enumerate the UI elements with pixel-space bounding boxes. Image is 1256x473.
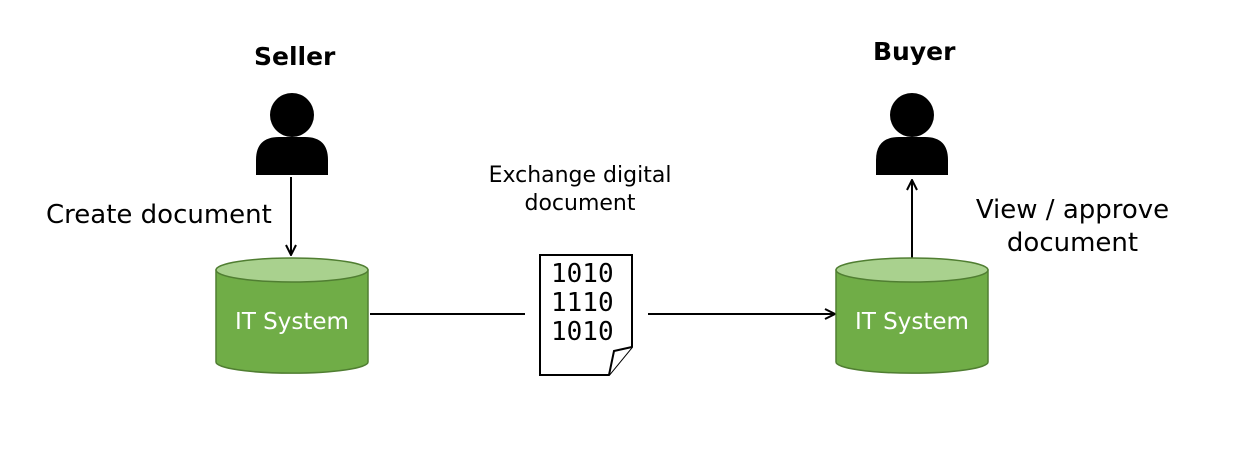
buyer-label: Buyer <box>873 37 956 66</box>
document-binary-text: 1010 1110 1010 <box>551 259 614 348</box>
buyer-person-icon <box>876 93 948 175</box>
seller-label: Seller <box>254 42 336 71</box>
binary-line-2: 1110 <box>551 288 614 319</box>
it-system-right-label: IT System <box>855 309 969 335</box>
it-system-left-cylinder <box>215 257 369 374</box>
digital-document-icon <box>539 254 633 376</box>
it-system-left-label: IT System <box>235 309 349 335</box>
seller-person-icon <box>256 93 328 175</box>
binary-line-1: 1010 <box>551 259 614 289</box>
binary-line-3: 1010 <box>551 317 614 348</box>
view-approve-document-label: View / approve document <box>975 195 1170 258</box>
create-document-label: Create document <box>46 200 272 230</box>
exchange-digital-document-label: Exchange digital document <box>488 163 672 216</box>
it-system-right-cylinder <box>835 257 989 374</box>
